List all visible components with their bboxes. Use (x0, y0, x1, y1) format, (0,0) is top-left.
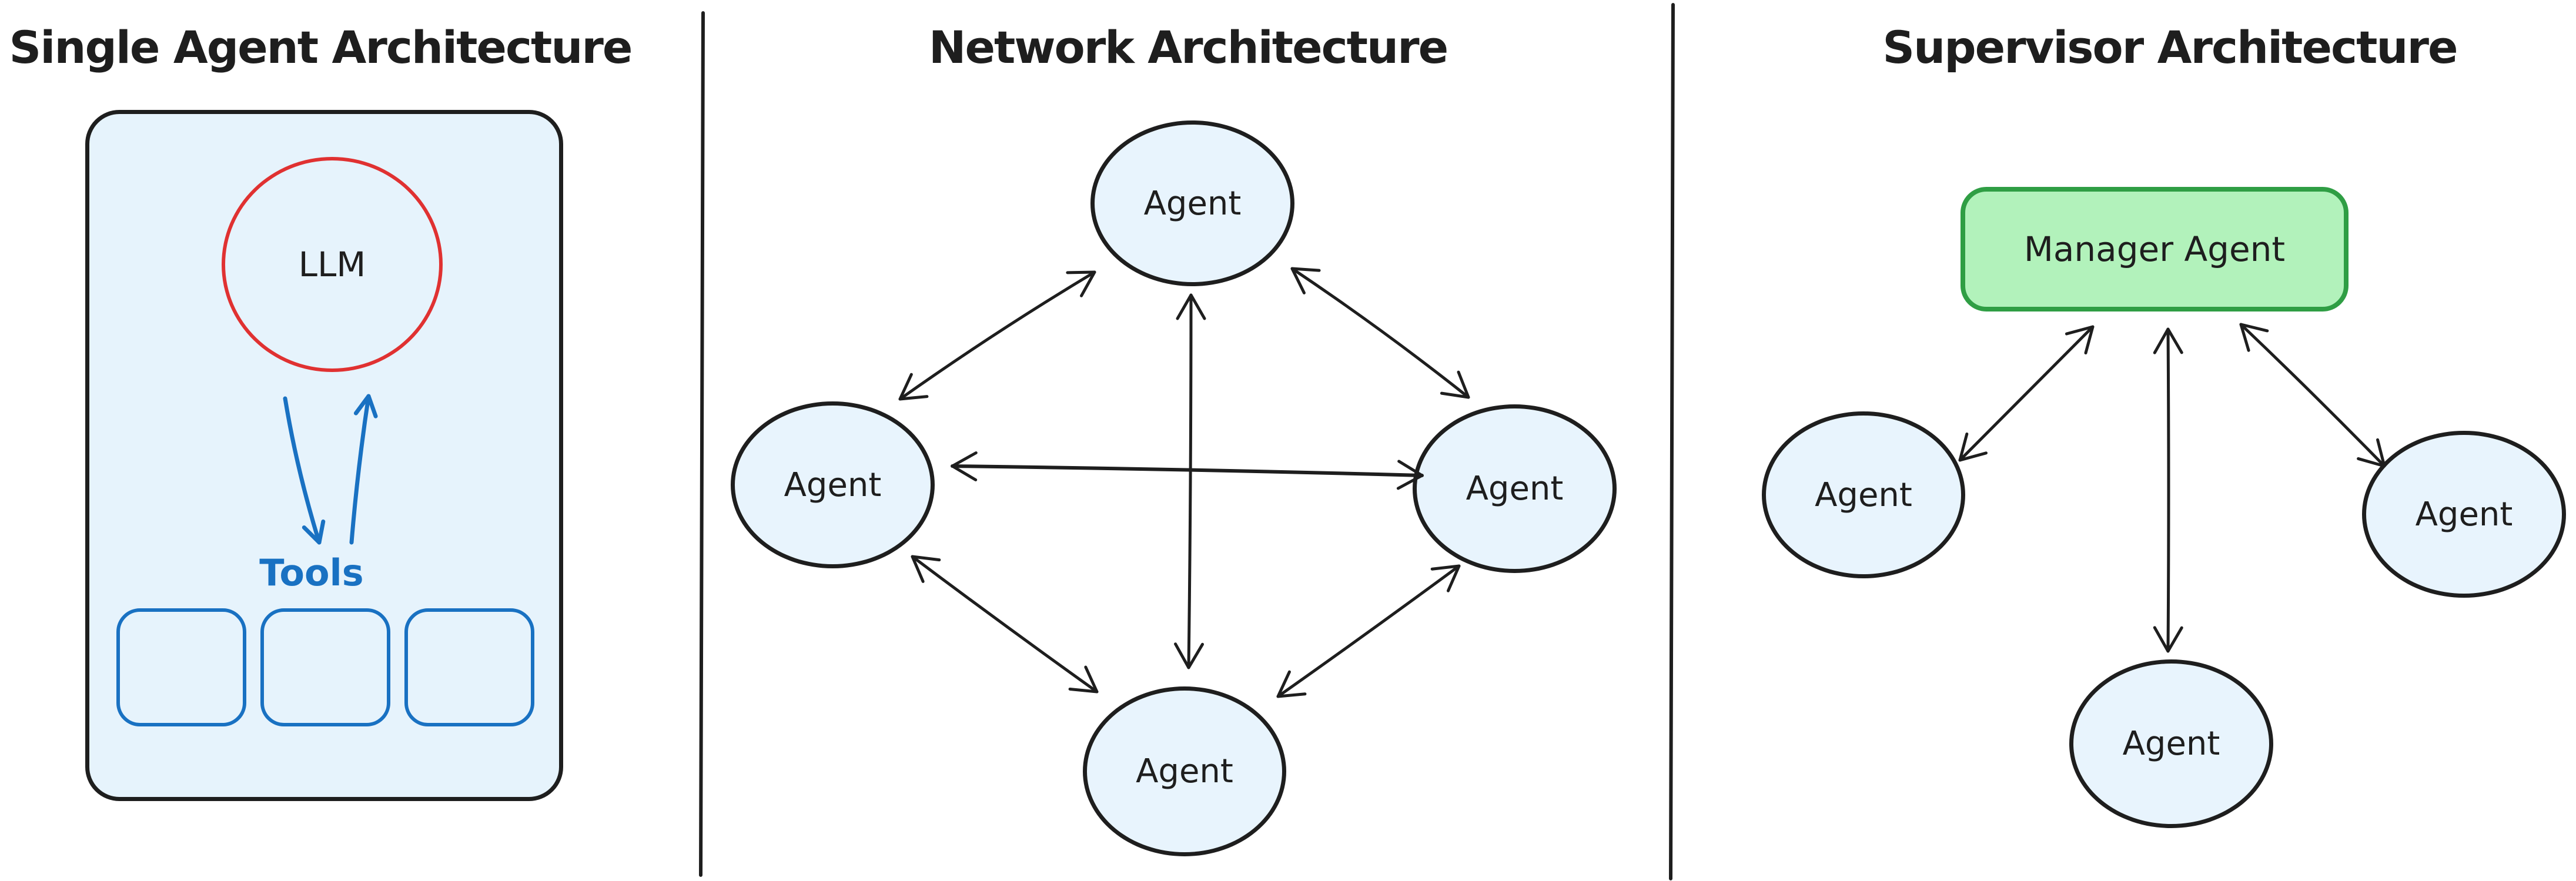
arrow-manager-bottom (2153, 327, 2183, 653)
divider-right (1669, 3, 1675, 880)
supervisor-agent-right: Agent (2362, 431, 2566, 598)
agent-label: Agent (2122, 725, 2220, 763)
arrow-top-right (1290, 267, 1470, 399)
manager-agent-label: Manager Agent (2023, 229, 2286, 269)
network-agent-bottom: Agent (1083, 686, 1286, 856)
supervisor-agent-left: Agent (1762, 411, 1965, 578)
agent-label: Agent (1466, 470, 1564, 508)
single-agent-title: Single Agent Architecture (9, 21, 633, 73)
arrow-left-right (951, 451, 1424, 490)
agent-label: Agent (2415, 495, 2513, 534)
arrow-top-left (898, 270, 1096, 401)
arrow-manager-left (1958, 325, 2095, 462)
network-agent-left: Agent (731, 401, 935, 568)
divider-left (699, 11, 705, 877)
agent-label: Agent (1815, 475, 1912, 514)
network-agent-right: Agent (1413, 404, 1617, 573)
tools-label: Tools (259, 551, 364, 594)
arrow-top-bottom (1174, 293, 1206, 669)
tool-box-2 (260, 608, 390, 726)
agent-label: Agent (1143, 184, 1242, 223)
manager-agent-node: Manager Agent (1961, 187, 2348, 311)
supervisor-agent-bottom: Agent (2069, 659, 2273, 828)
tool-box-1 (116, 608, 246, 726)
agent-label: Agent (1136, 752, 1233, 790)
tool-boxes (116, 608, 534, 726)
llm-label: LLM (298, 244, 366, 284)
network-title: Network Architecture (928, 21, 1448, 73)
agent-label: Agent (784, 465, 882, 504)
tool-box-3 (404, 608, 534, 726)
network-agent-top: Agent (1090, 120, 1294, 286)
llm-node: LLM (222, 157, 443, 372)
supervisor-title: Supervisor Architecture (1882, 21, 2458, 73)
arrow-manager-right (2239, 323, 2386, 468)
arrow-right-bottom (1276, 564, 1461, 698)
arrow-left-bottom (911, 555, 1099, 694)
